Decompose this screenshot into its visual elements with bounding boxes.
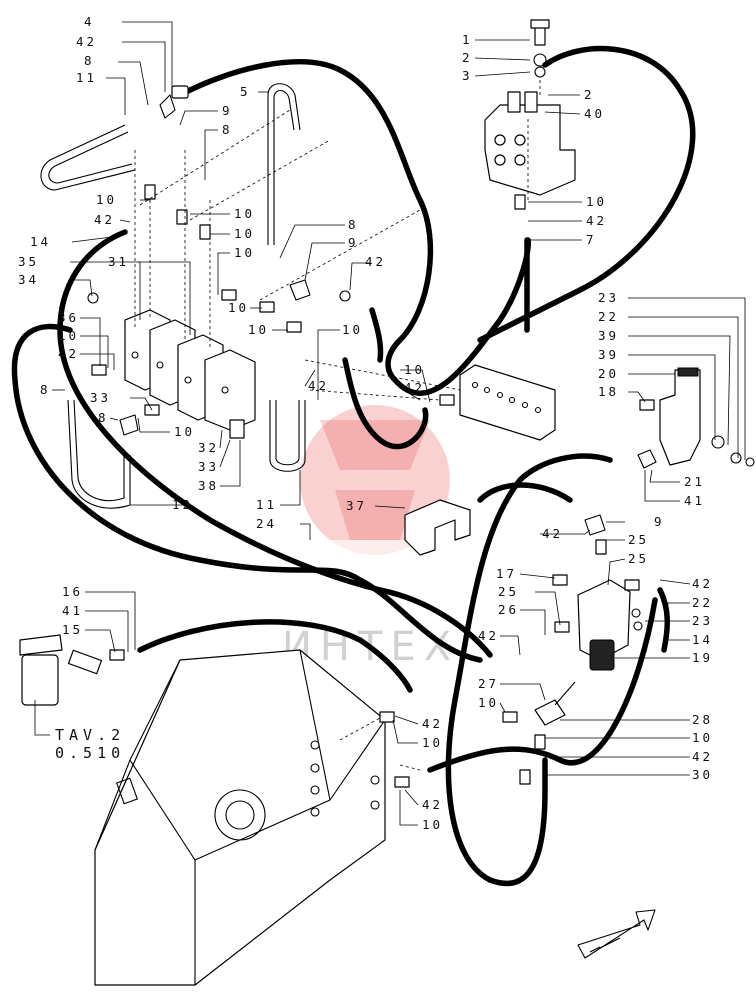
label-10: 10 — [234, 206, 255, 221]
hoses — [11, 45, 696, 887]
label-16: 16 — [62, 584, 83, 599]
label-33: 33 — [90, 390, 111, 405]
parts — [19, 19, 755, 986]
hydraulic-tank — [94, 649, 386, 986]
label-42: 42 — [422, 716, 443, 731]
label-8: 8 — [40, 382, 51, 397]
table-reference: TAV.2 0.510 — [55, 726, 125, 762]
label-8: 8 — [222, 122, 233, 137]
label-30: 30 — [692, 767, 713, 782]
label-2: 2 — [584, 87, 595, 102]
label-10: 10 — [174, 424, 195, 439]
label-38: 38 — [198, 478, 219, 493]
label-10: 10 — [96, 192, 117, 207]
leader-lines — [34, 21, 746, 826]
label-42: 42 — [94, 212, 115, 227]
label-9: 9 — [654, 514, 665, 529]
label-10: 10 — [478, 695, 499, 710]
label-42: 42 — [692, 749, 713, 764]
control-valve — [484, 19, 576, 196]
label-27: 27 — [478, 676, 499, 691]
label-26: 26 — [498, 602, 519, 617]
label-23: 23 — [692, 613, 713, 628]
filter-assembly — [19, 634, 63, 706]
label-39: 39 — [598, 347, 619, 362]
label-36: 36 — [58, 310, 79, 325]
label-14: 14 — [30, 234, 51, 249]
label-10: 10 — [422, 817, 443, 832]
label-10: 10 — [586, 194, 607, 209]
label-17: 17 — [496, 566, 517, 581]
label-42: 42 — [76, 34, 97, 49]
label-18: 18 — [598, 384, 619, 399]
label-37: 37 — [346, 498, 367, 513]
label-22: 22 — [692, 595, 713, 610]
label-10: 10 — [422, 735, 443, 750]
reference-table-line1: TAV.2 — [55, 726, 125, 744]
label-8: 8 — [98, 410, 109, 425]
label-2: 2 — [462, 50, 473, 65]
label-10: 10 — [228, 300, 249, 315]
label-21: 21 — [684, 474, 705, 489]
label-34: 34 — [18, 272, 39, 287]
label-1: 1 — [462, 32, 473, 47]
label-42: 42 — [404, 380, 425, 395]
label-5: 5 — [240, 84, 251, 99]
label-12: 12 — [172, 497, 193, 512]
label-24: 24 — [256, 516, 277, 531]
reference-table-line2: 0.510 — [55, 744, 125, 762]
label-10: 10 — [234, 245, 255, 260]
solenoid-valve-stack — [124, 309, 256, 439]
label-15: 15 — [62, 622, 83, 637]
label-9: 9 — [222, 103, 233, 118]
label-42: 42 — [308, 378, 329, 393]
label-10: 10 — [404, 362, 425, 377]
label-25: 25 — [628, 551, 649, 566]
label-11: 11 — [256, 497, 277, 512]
label-31: 31 — [108, 254, 129, 269]
label-4: 4 — [84, 14, 95, 29]
manifold-ports — [471, 381, 542, 414]
label-7: 7 — [586, 232, 597, 247]
label-8: 8 — [84, 53, 95, 68]
label-40: 40 — [584, 106, 605, 121]
label-11: 11 — [76, 70, 97, 85]
label-14: 14 — [692, 632, 713, 647]
label-42: 42 — [422, 797, 443, 812]
label-25: 25 — [498, 584, 519, 599]
part-labels: 4 42 8 11 5 9 8 10 42 10 10 14 35 31 34 … — [18, 14, 713, 832]
direction-arrow-icon — [577, 909, 656, 959]
label-28: 28 — [692, 712, 713, 727]
label-39: 39 — [598, 328, 619, 343]
label-23: 23 — [598, 290, 619, 305]
label-42: 42 — [692, 576, 713, 591]
label-8: 8 — [348, 217, 359, 232]
label-32: 32 — [198, 440, 219, 455]
label-42: 42 — [365, 254, 386, 269]
label-22: 22 — [598, 309, 619, 324]
label-10: 10 — [234, 226, 255, 241]
label-10: 10 — [58, 328, 79, 343]
label-20: 20 — [598, 366, 619, 381]
label-10: 10 — [692, 730, 713, 745]
label-10: 10 — [342, 322, 363, 337]
label-42: 42 — [542, 526, 563, 541]
label-19: 19 — [692, 650, 713, 665]
label-25: 25 — [628, 532, 649, 547]
label-42: 42 — [586, 213, 607, 228]
label-41: 41 — [684, 493, 705, 508]
label-42: 42 — [478, 628, 499, 643]
label-42: 42 — [58, 346, 79, 361]
label-9: 9 — [348, 235, 359, 250]
label-3: 3 — [462, 68, 473, 83]
dashed-alignment-lines — [134, 80, 541, 771]
label-33: 33 — [198, 459, 219, 474]
label-41: 41 — [62, 603, 83, 618]
label-35: 35 — [18, 254, 39, 269]
label-10: 10 — [248, 322, 269, 337]
